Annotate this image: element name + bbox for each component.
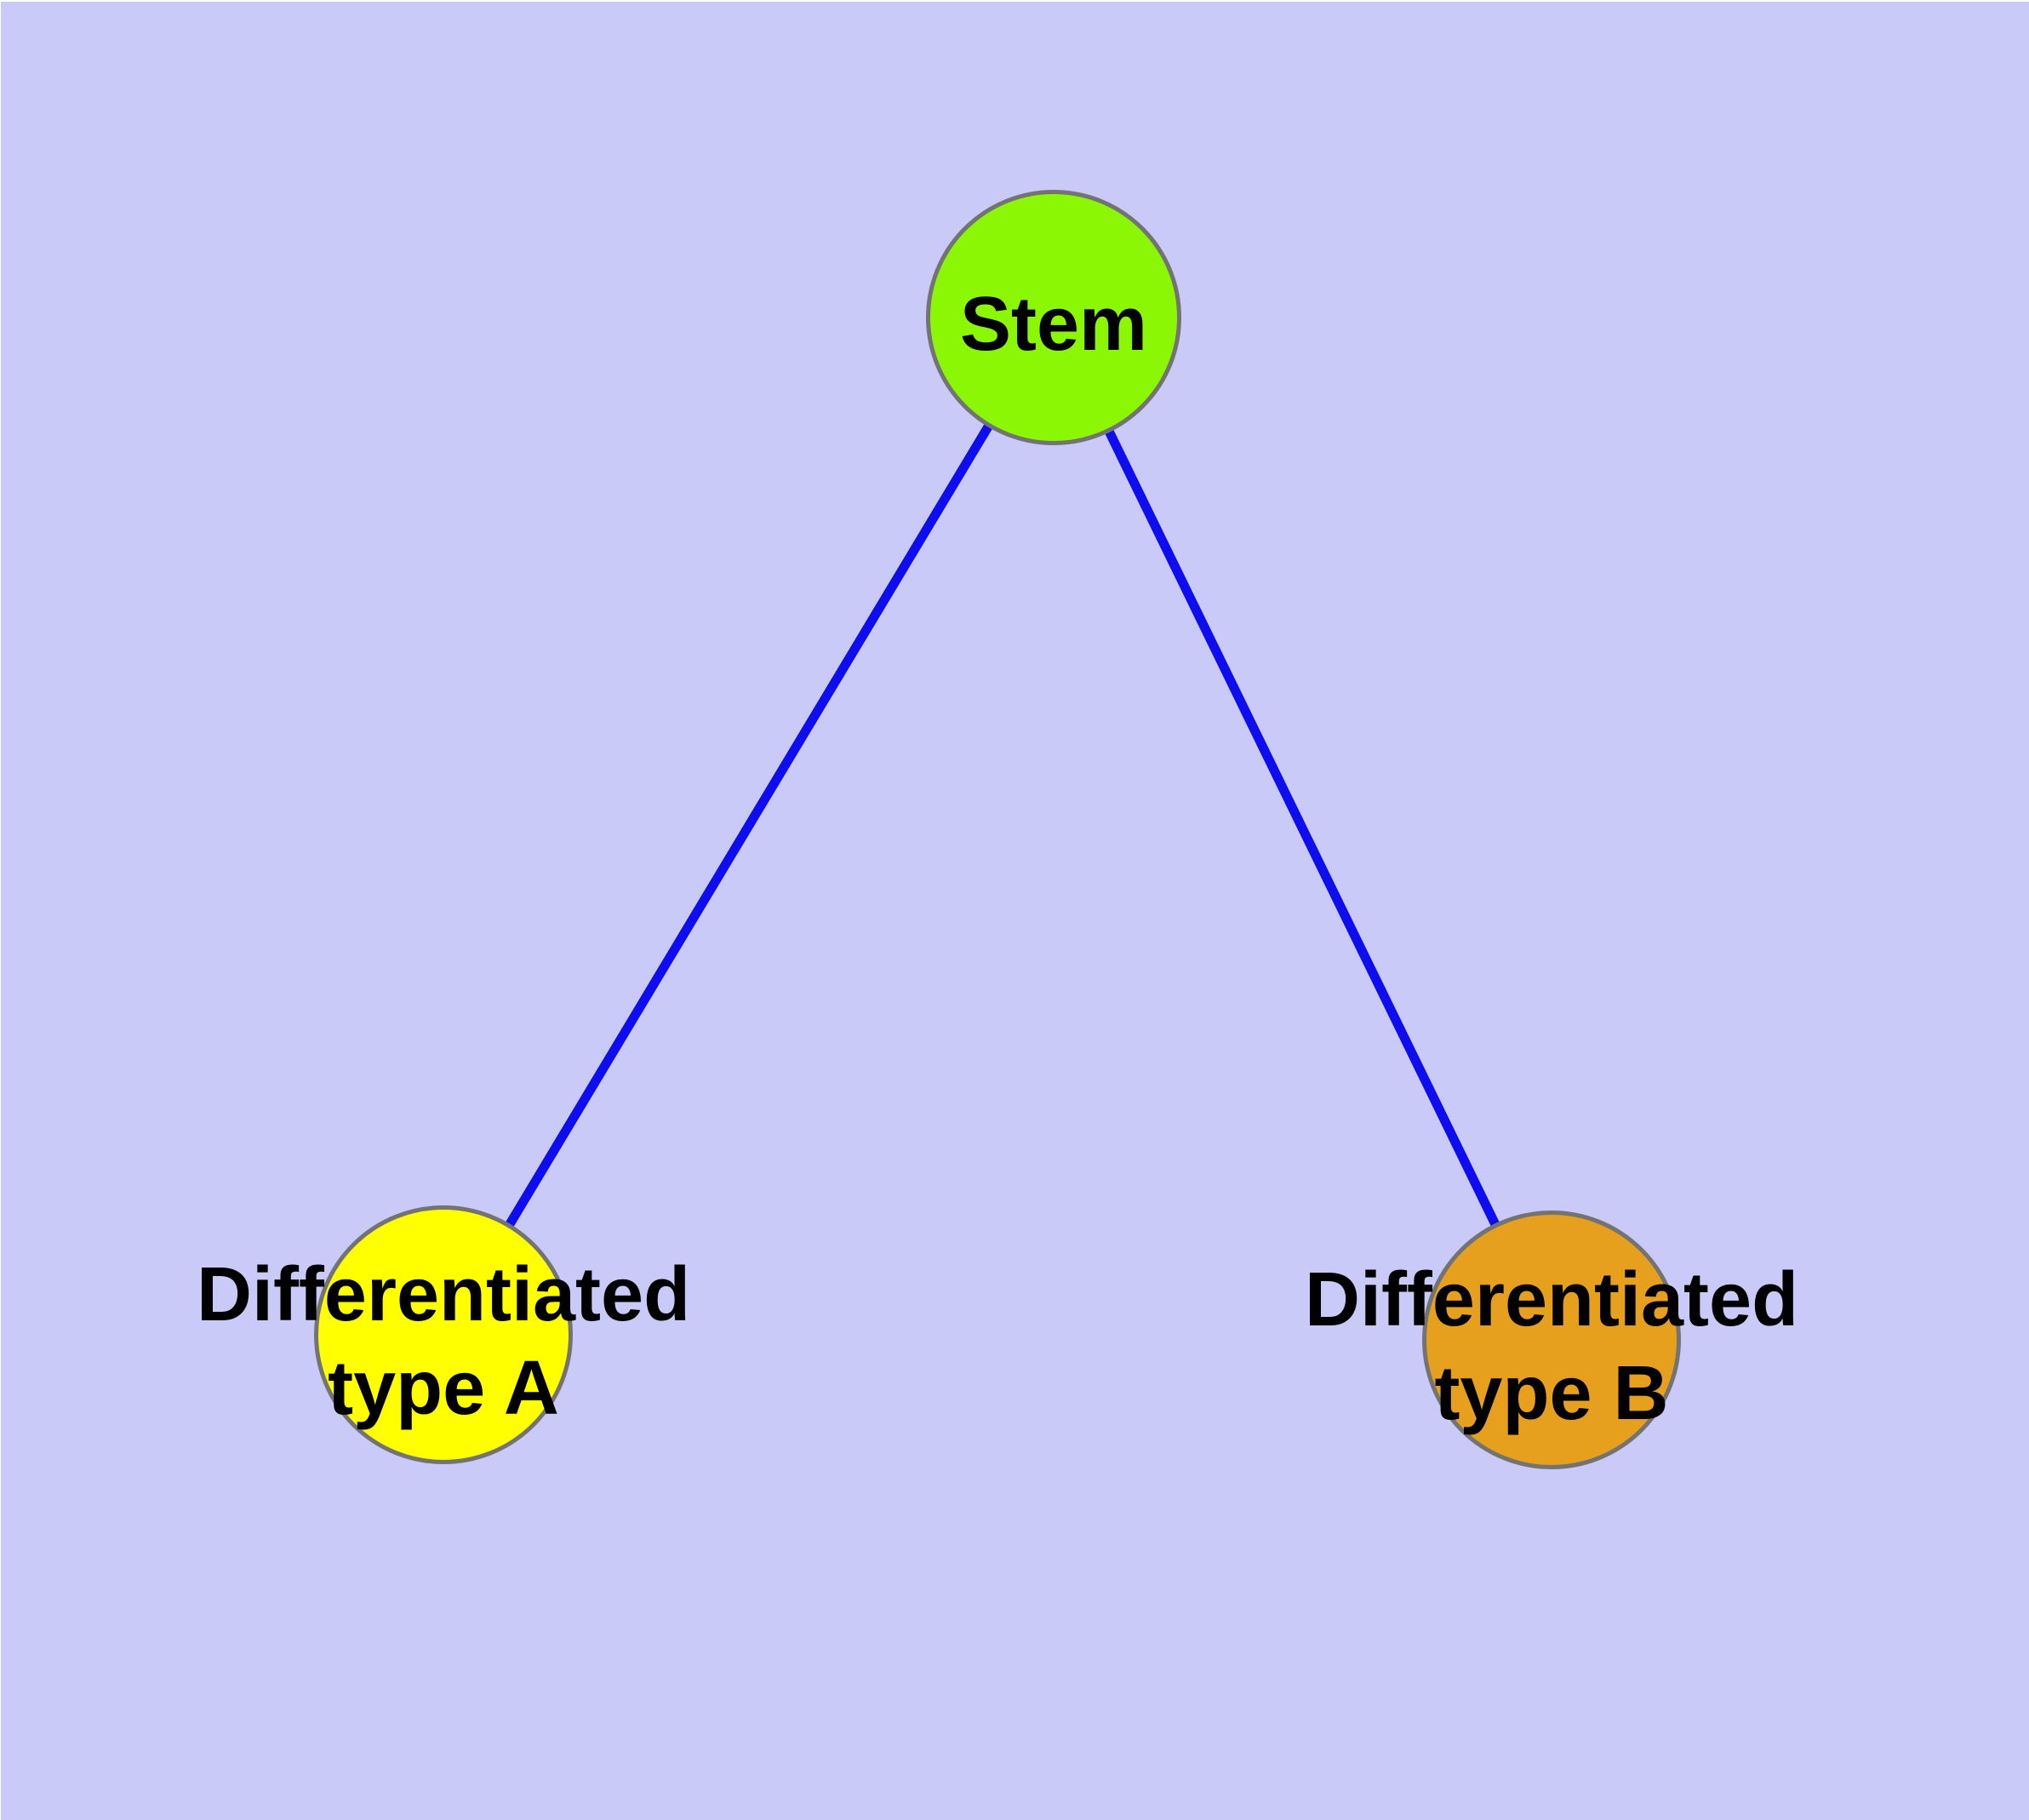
node-stem (926, 190, 1181, 445)
node-label-differentiated-type-b: Differentiated type B (1304, 1257, 1799, 1436)
node-differentiated-type-a (314, 1205, 573, 1464)
node-label-differentiated-type-a: Differentiated type A (196, 1252, 691, 1431)
node-label-stem: Stem (959, 282, 1148, 367)
node-differentiated-type-b (1422, 1210, 1681, 1469)
edge-stem-to-type-b (1049, 315, 1556, 1342)
edge-stem-to-type-a (439, 315, 1058, 1337)
